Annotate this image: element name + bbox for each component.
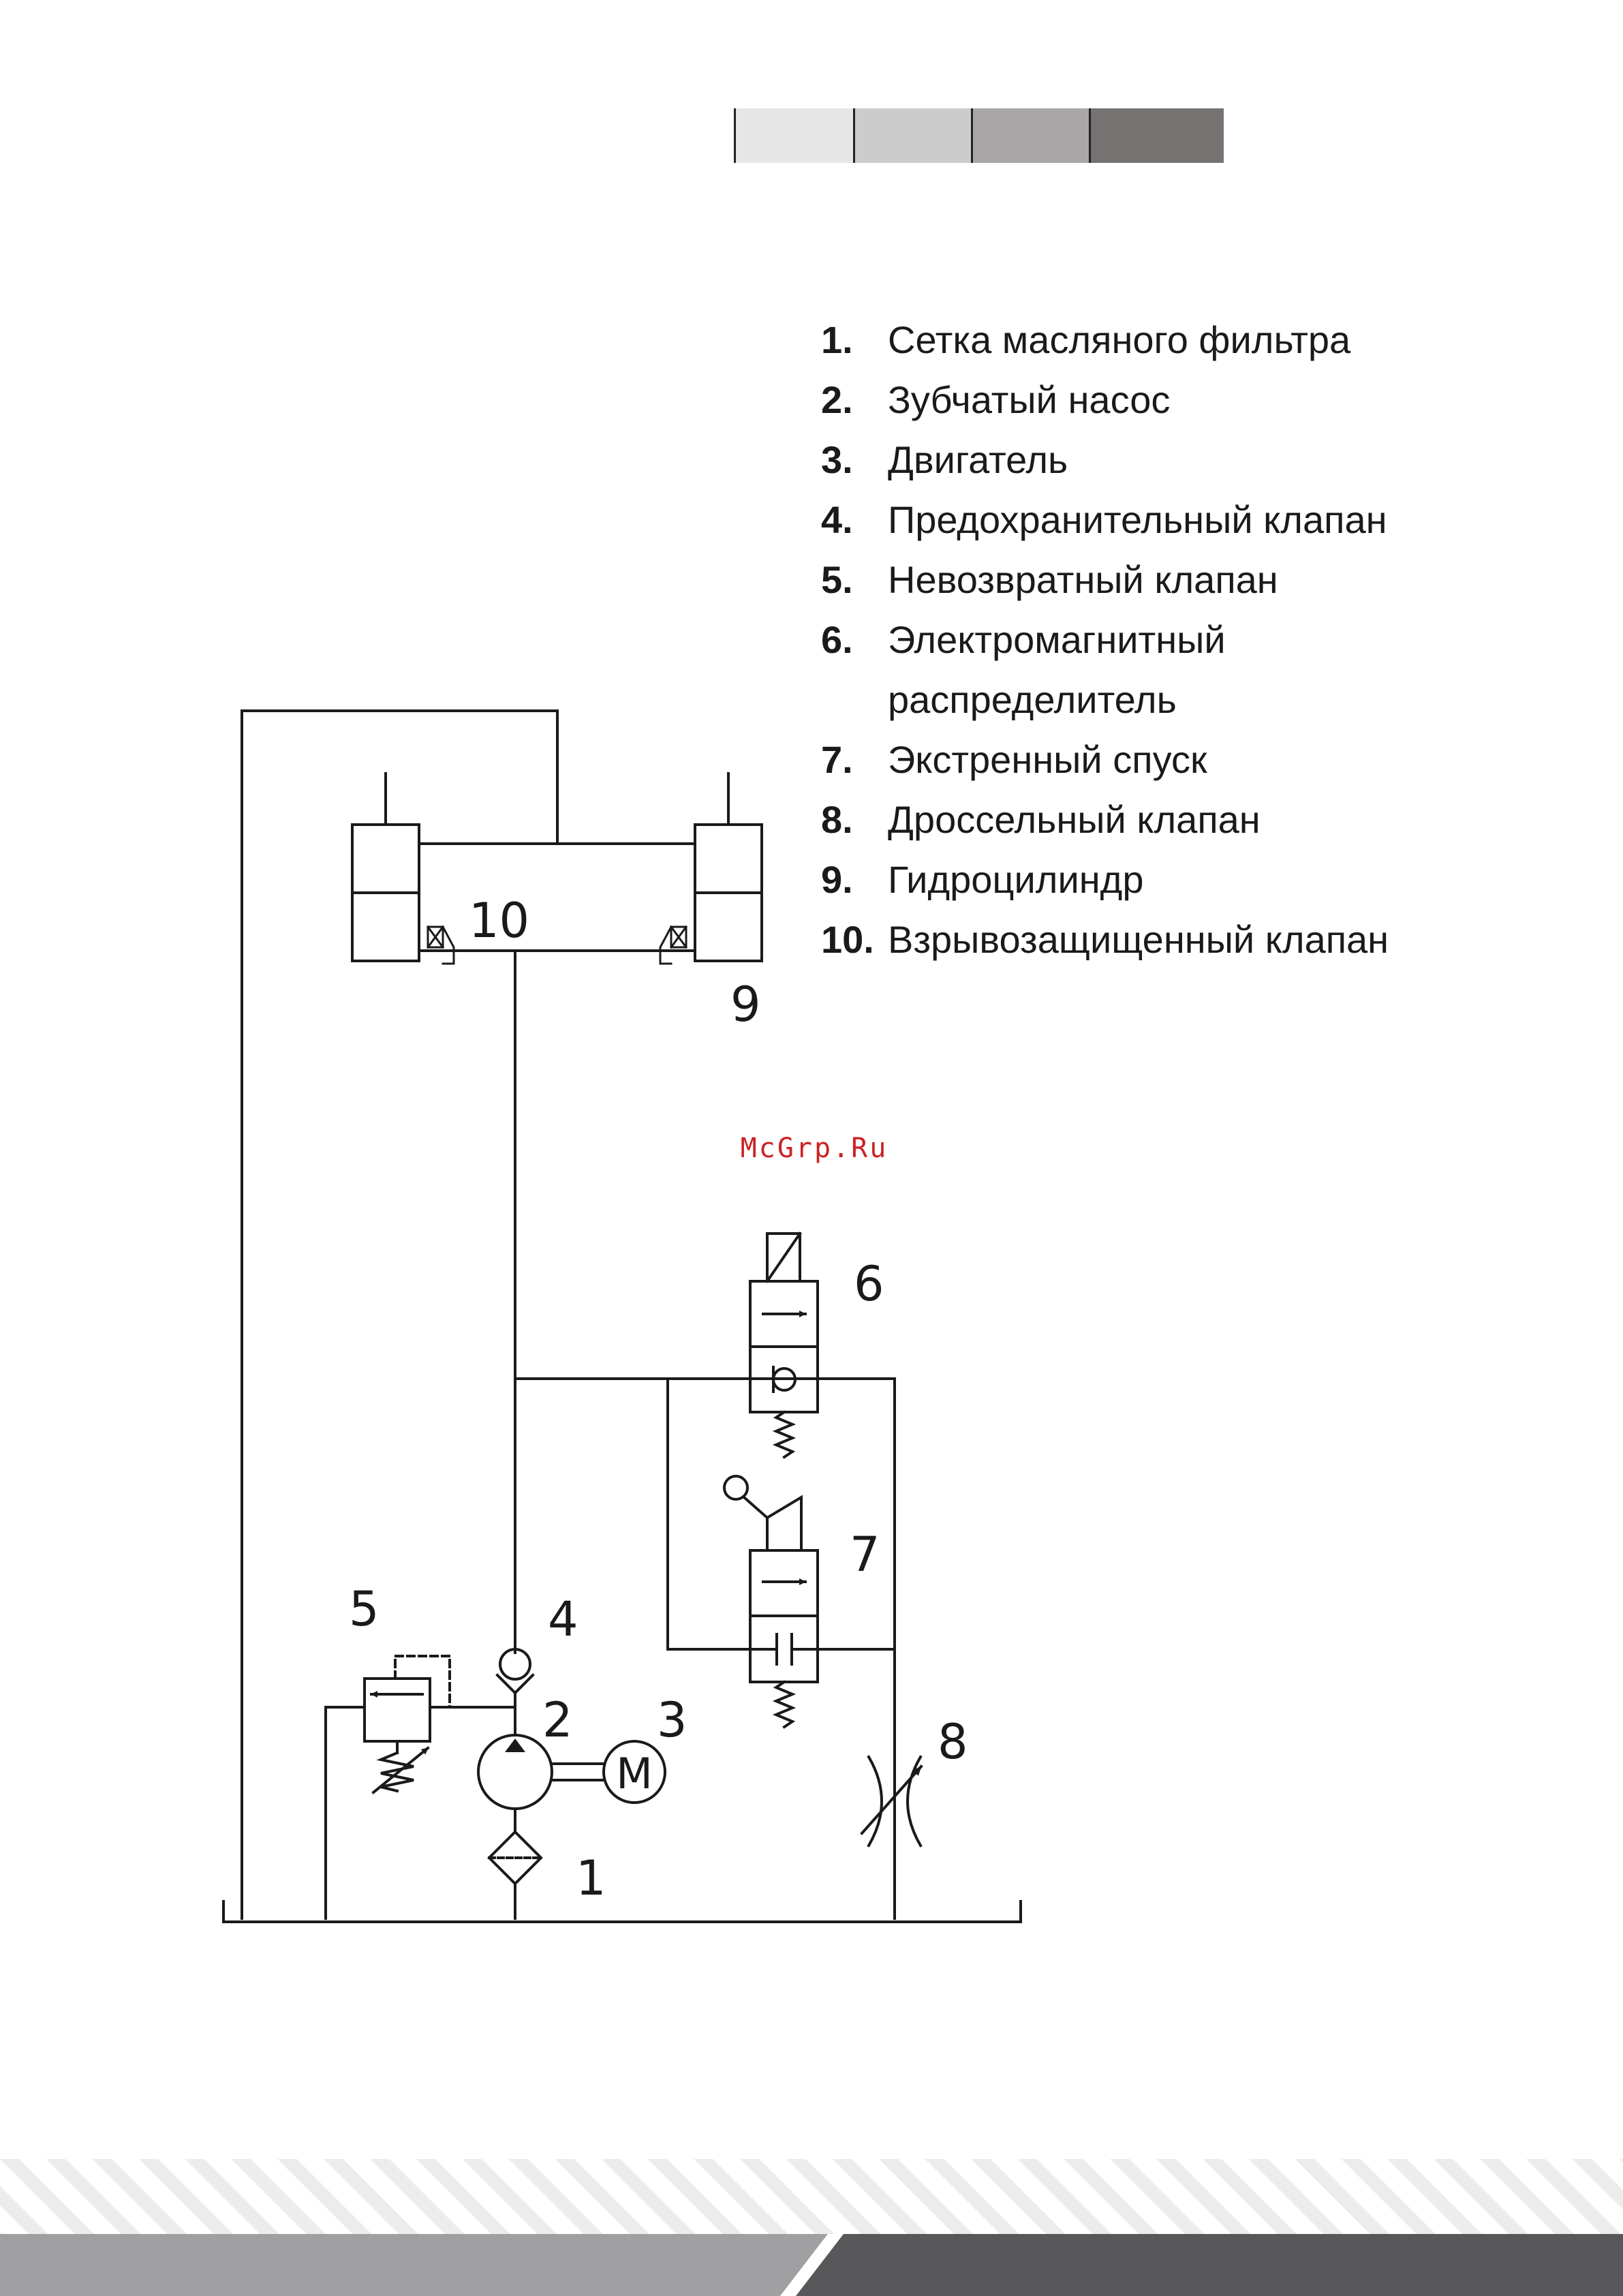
label-10: 10 [469,893,529,949]
hydraulic-cylinder-right [695,774,762,961]
relief-valve [326,1656,450,1918]
watermark: McGrp.Ru [741,1133,888,1164]
hydraulic-diagram: 1 2 3 4 5 6 7 8 9 10 M McGrp.Ru [0,0,1623,2113]
solenoid-directional-valve [750,1234,818,1457]
label-5: 5 [349,1581,380,1637]
label-2: 2 [542,1692,573,1748]
label-7: 7 [850,1527,880,1582]
explosion-proof-valve-left [428,927,454,964]
pump-arrow-icon [505,1739,525,1752]
motor-label: M [616,1749,653,1798]
footer-band [0,2159,1623,2296]
oil-filter [489,1832,541,1918]
hydraulic-cylinder-left [352,774,419,961]
check-valve [497,1649,533,1693]
explosion-proof-valve-right [660,927,686,964]
label-8: 8 [938,1714,968,1770]
label-9: 9 [730,977,761,1032]
label-4: 4 [548,1591,578,1647]
throttle-valve [862,1757,921,1846]
label-6: 6 [854,1256,884,1312]
label-3: 3 [657,1692,687,1748]
emergency-lowering-valve [724,1476,818,1727]
label-1: 1 [576,1850,606,1906]
oil-tank [223,1901,1021,1922]
